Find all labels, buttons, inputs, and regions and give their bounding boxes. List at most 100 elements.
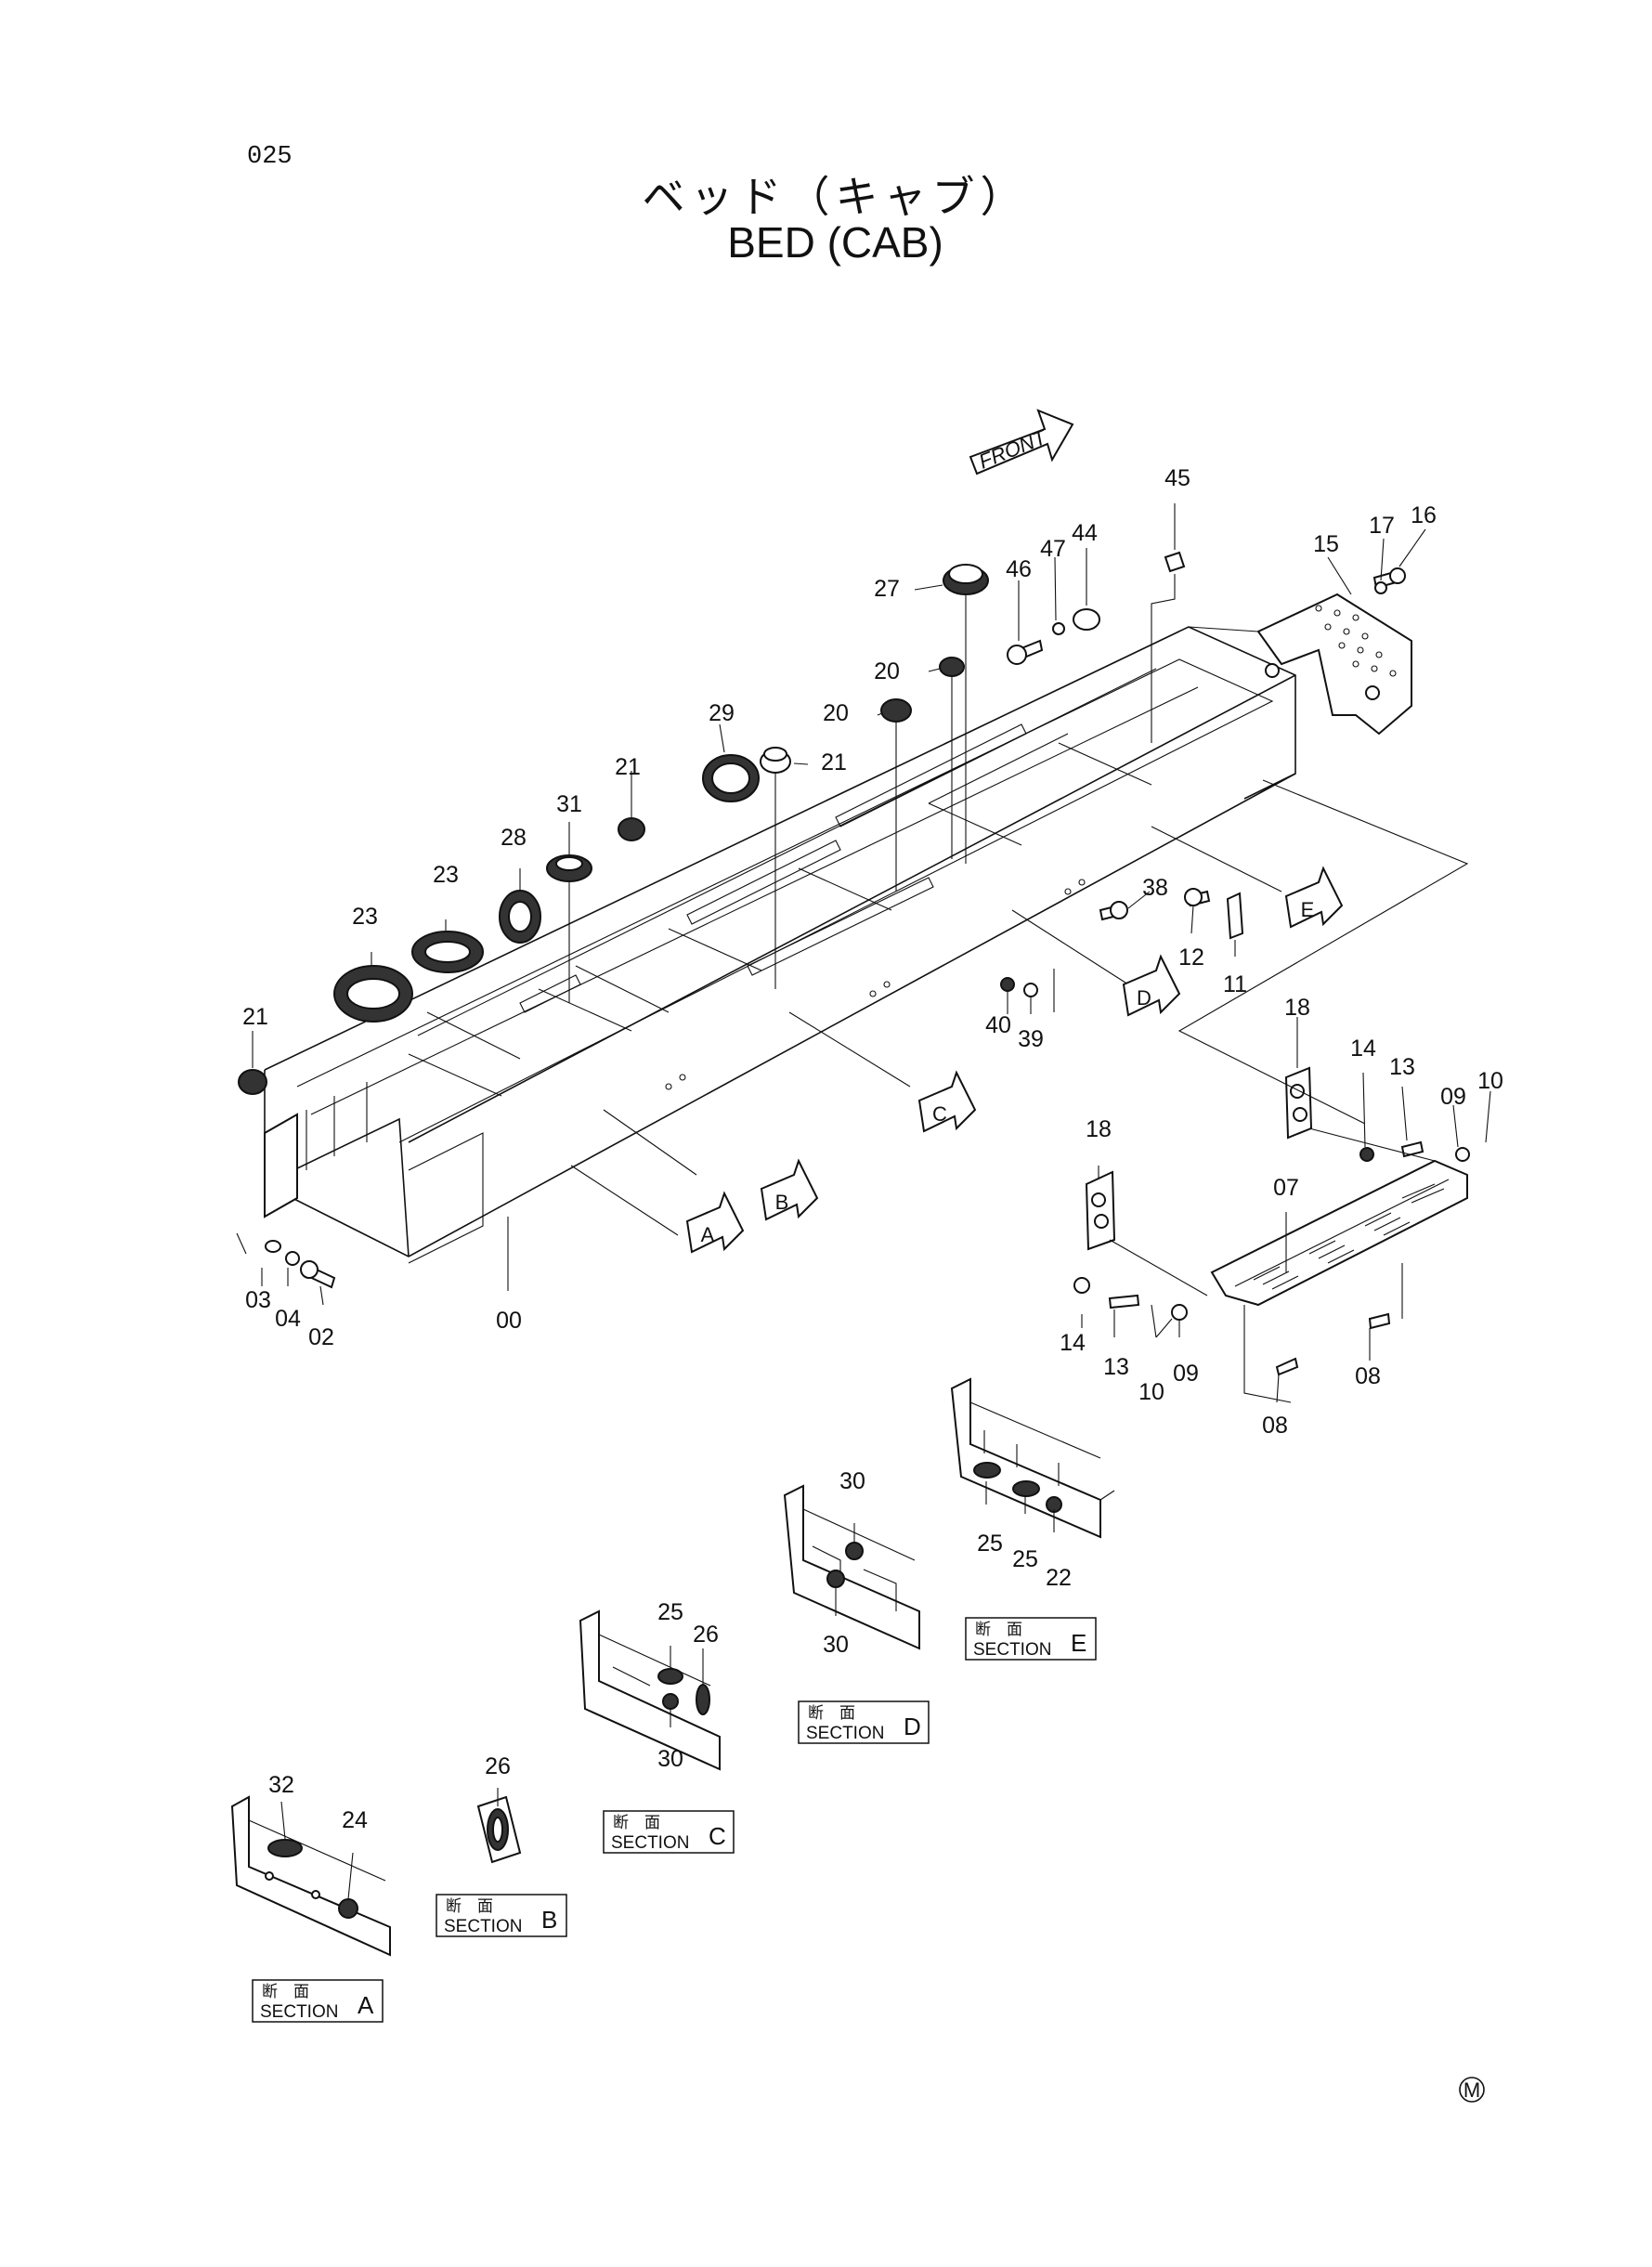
section-arrow-e: E — [1284, 866, 1344, 929]
section-caption-e: 断 面 SECTION E — [965, 1617, 1097, 1661]
callout-03: 03 — [245, 1287, 271, 1313]
callout-23: 23 — [352, 904, 378, 930]
svg-text:SECTION: SECTION — [444, 1917, 522, 1936]
section-detail-a-drawing — [230, 1795, 391, 1957]
svg-text:SECTION: SECTION — [611, 1833, 689, 1853]
callout-30: 30 — [657, 1746, 683, 1772]
callout-44: 44 — [1072, 520, 1098, 546]
callout-13: 13 — [1103, 1354, 1129, 1380]
callout-13: 13 — [1389, 1054, 1415, 1080]
front-fasteners — [1007, 551, 1406, 743]
callout-11: 11 — [1223, 971, 1247, 997]
section-detail-e-drawing — [950, 1377, 1115, 1539]
callout-22: 22 — [1046, 1565, 1072, 1591]
callout-04: 04 — [275, 1306, 301, 1332]
section-caption-b: 断 面 SECTION B — [436, 1894, 567, 1937]
callout-47: 47 — [1040, 536, 1066, 562]
callout-21: 21 — [242, 1004, 268, 1030]
section-arrow-a-label: A — [701, 1223, 715, 1246]
callout-23: 23 — [433, 862, 459, 888]
callout-20: 20 — [874, 658, 900, 684]
callout-08: 08 — [1355, 1363, 1381, 1389]
callout-30: 30 — [823, 1632, 849, 1658]
section-arrow-d: D — [1122, 954, 1181, 1017]
callout-07: 07 — [1273, 1175, 1299, 1201]
callout-31: 31 — [556, 791, 582, 817]
callout-29: 29 — [709, 700, 735, 726]
callout-40: 40 — [985, 1012, 1011, 1038]
section-guide-lines — [236, 779, 1469, 1255]
svg-text:断 面: 断 面 — [808, 1704, 855, 1723]
callout-08: 08 — [1262, 1413, 1288, 1439]
svg-text:SECTION: SECTION — [806, 1724, 884, 1743]
step-assembly — [1073, 1066, 1470, 1403]
callout-30: 30 — [839, 1468, 865, 1494]
callout-14: 14 — [1350, 1036, 1376, 1062]
callout-18: 18 — [1284, 995, 1310, 1021]
section-arrow-b-label: B — [775, 1191, 789, 1214]
svg-text:A: A — [358, 1991, 374, 2019]
page-number: 025 — [247, 143, 293, 171]
svg-text:E: E — [1071, 1629, 1086, 1657]
side-bolts — [1000, 888, 1244, 997]
callout-14: 14 — [1060, 1330, 1086, 1356]
callout-12: 12 — [1178, 945, 1204, 971]
callout-09: 09 — [1440, 1084, 1466, 1110]
main-bed-frame — [264, 626, 1296, 1264]
callout-10: 10 — [1477, 1068, 1503, 1094]
callout-18: 18 — [1086, 1116, 1112, 1142]
callout-38: 38 — [1142, 875, 1168, 901]
callout-45: 46 — [1006, 556, 1032, 582]
svg-text:断 面: 断 面 — [613, 1814, 660, 1832]
title-english: BED (CAB) — [727, 218, 943, 267]
callout-24: 24 — [342, 1807, 368, 1833]
callout-labels: 27 20 20 21 29 21 31 28 23 23 21 03 04 0… — [242, 465, 1503, 1833]
section-arrow-c: C — [917, 1070, 977, 1133]
callout-10: 10 — [1138, 1379, 1164, 1405]
callout-17: 17 — [1369, 513, 1395, 539]
svg-text:SECTION: SECTION — [260, 2002, 338, 2022]
front-arrow: FRONT — [969, 409, 1074, 476]
section-caption-a: 断 面 SECTION A — [252, 1979, 384, 2023]
callout-27: 27 — [874, 576, 900, 602]
callout-26: 26 — [693, 1622, 719, 1648]
svg-text:C: C — [709, 1822, 726, 1850]
section-caption-c: 断 面 SECTION C — [603, 1810, 735, 1854]
section-arrow-b: B — [760, 1158, 819, 1221]
section-arrow-c-label: C — [932, 1102, 947, 1126]
callout-28: 28 — [501, 825, 527, 851]
callout-00: 00 — [496, 1308, 522, 1334]
svg-text:SECTION: SECTION — [973, 1640, 1051, 1660]
svg-text:B: B — [541, 1906, 557, 1934]
section-arrow-e-label: E — [1301, 898, 1315, 921]
callout-15: 15 — [1313, 531, 1339, 557]
callout-25: 25 — [1012, 1546, 1038, 1572]
callout-09: 09 — [1173, 1361, 1199, 1387]
section-detail-d-drawing — [783, 1484, 920, 1650]
callout-25: 25 — [977, 1531, 1003, 1557]
section-detail-b-drawing — [476, 1795, 522, 1864]
callout-32: 32 — [268, 1772, 294, 1798]
callout-39: 39 — [1018, 1026, 1044, 1052]
section-caption-d: 断 面 SECTION D — [798, 1700, 930, 1744]
callout-26: 26 — [485, 1753, 511, 1779]
callout-02: 02 — [308, 1324, 334, 1350]
svg-text:D: D — [904, 1713, 921, 1740]
callout-25: 25 — [657, 1599, 683, 1625]
title-japanese: ベッド（キャブ） — [642, 172, 1029, 222]
callout-20: 20 — [823, 700, 849, 726]
callout-21: 21 — [615, 754, 641, 780]
front-label: FRONT — [976, 424, 1051, 473]
callout-leaders — [252, 503, 1491, 1900]
section-detail-c-drawing — [579, 1609, 721, 1771]
callout-16: 16 — [1411, 502, 1437, 528]
front-mount-bracket — [1188, 593, 1412, 736]
callout-21: 21 — [821, 749, 847, 775]
callout-46: 45 — [1164, 465, 1190, 491]
section-arrow-a: A — [685, 1191, 745, 1254]
grommet-parts — [238, 564, 989, 1095]
svg-text:断 面: 断 面 — [446, 1897, 493, 1916]
rear-fasteners — [265, 1240, 336, 1289]
